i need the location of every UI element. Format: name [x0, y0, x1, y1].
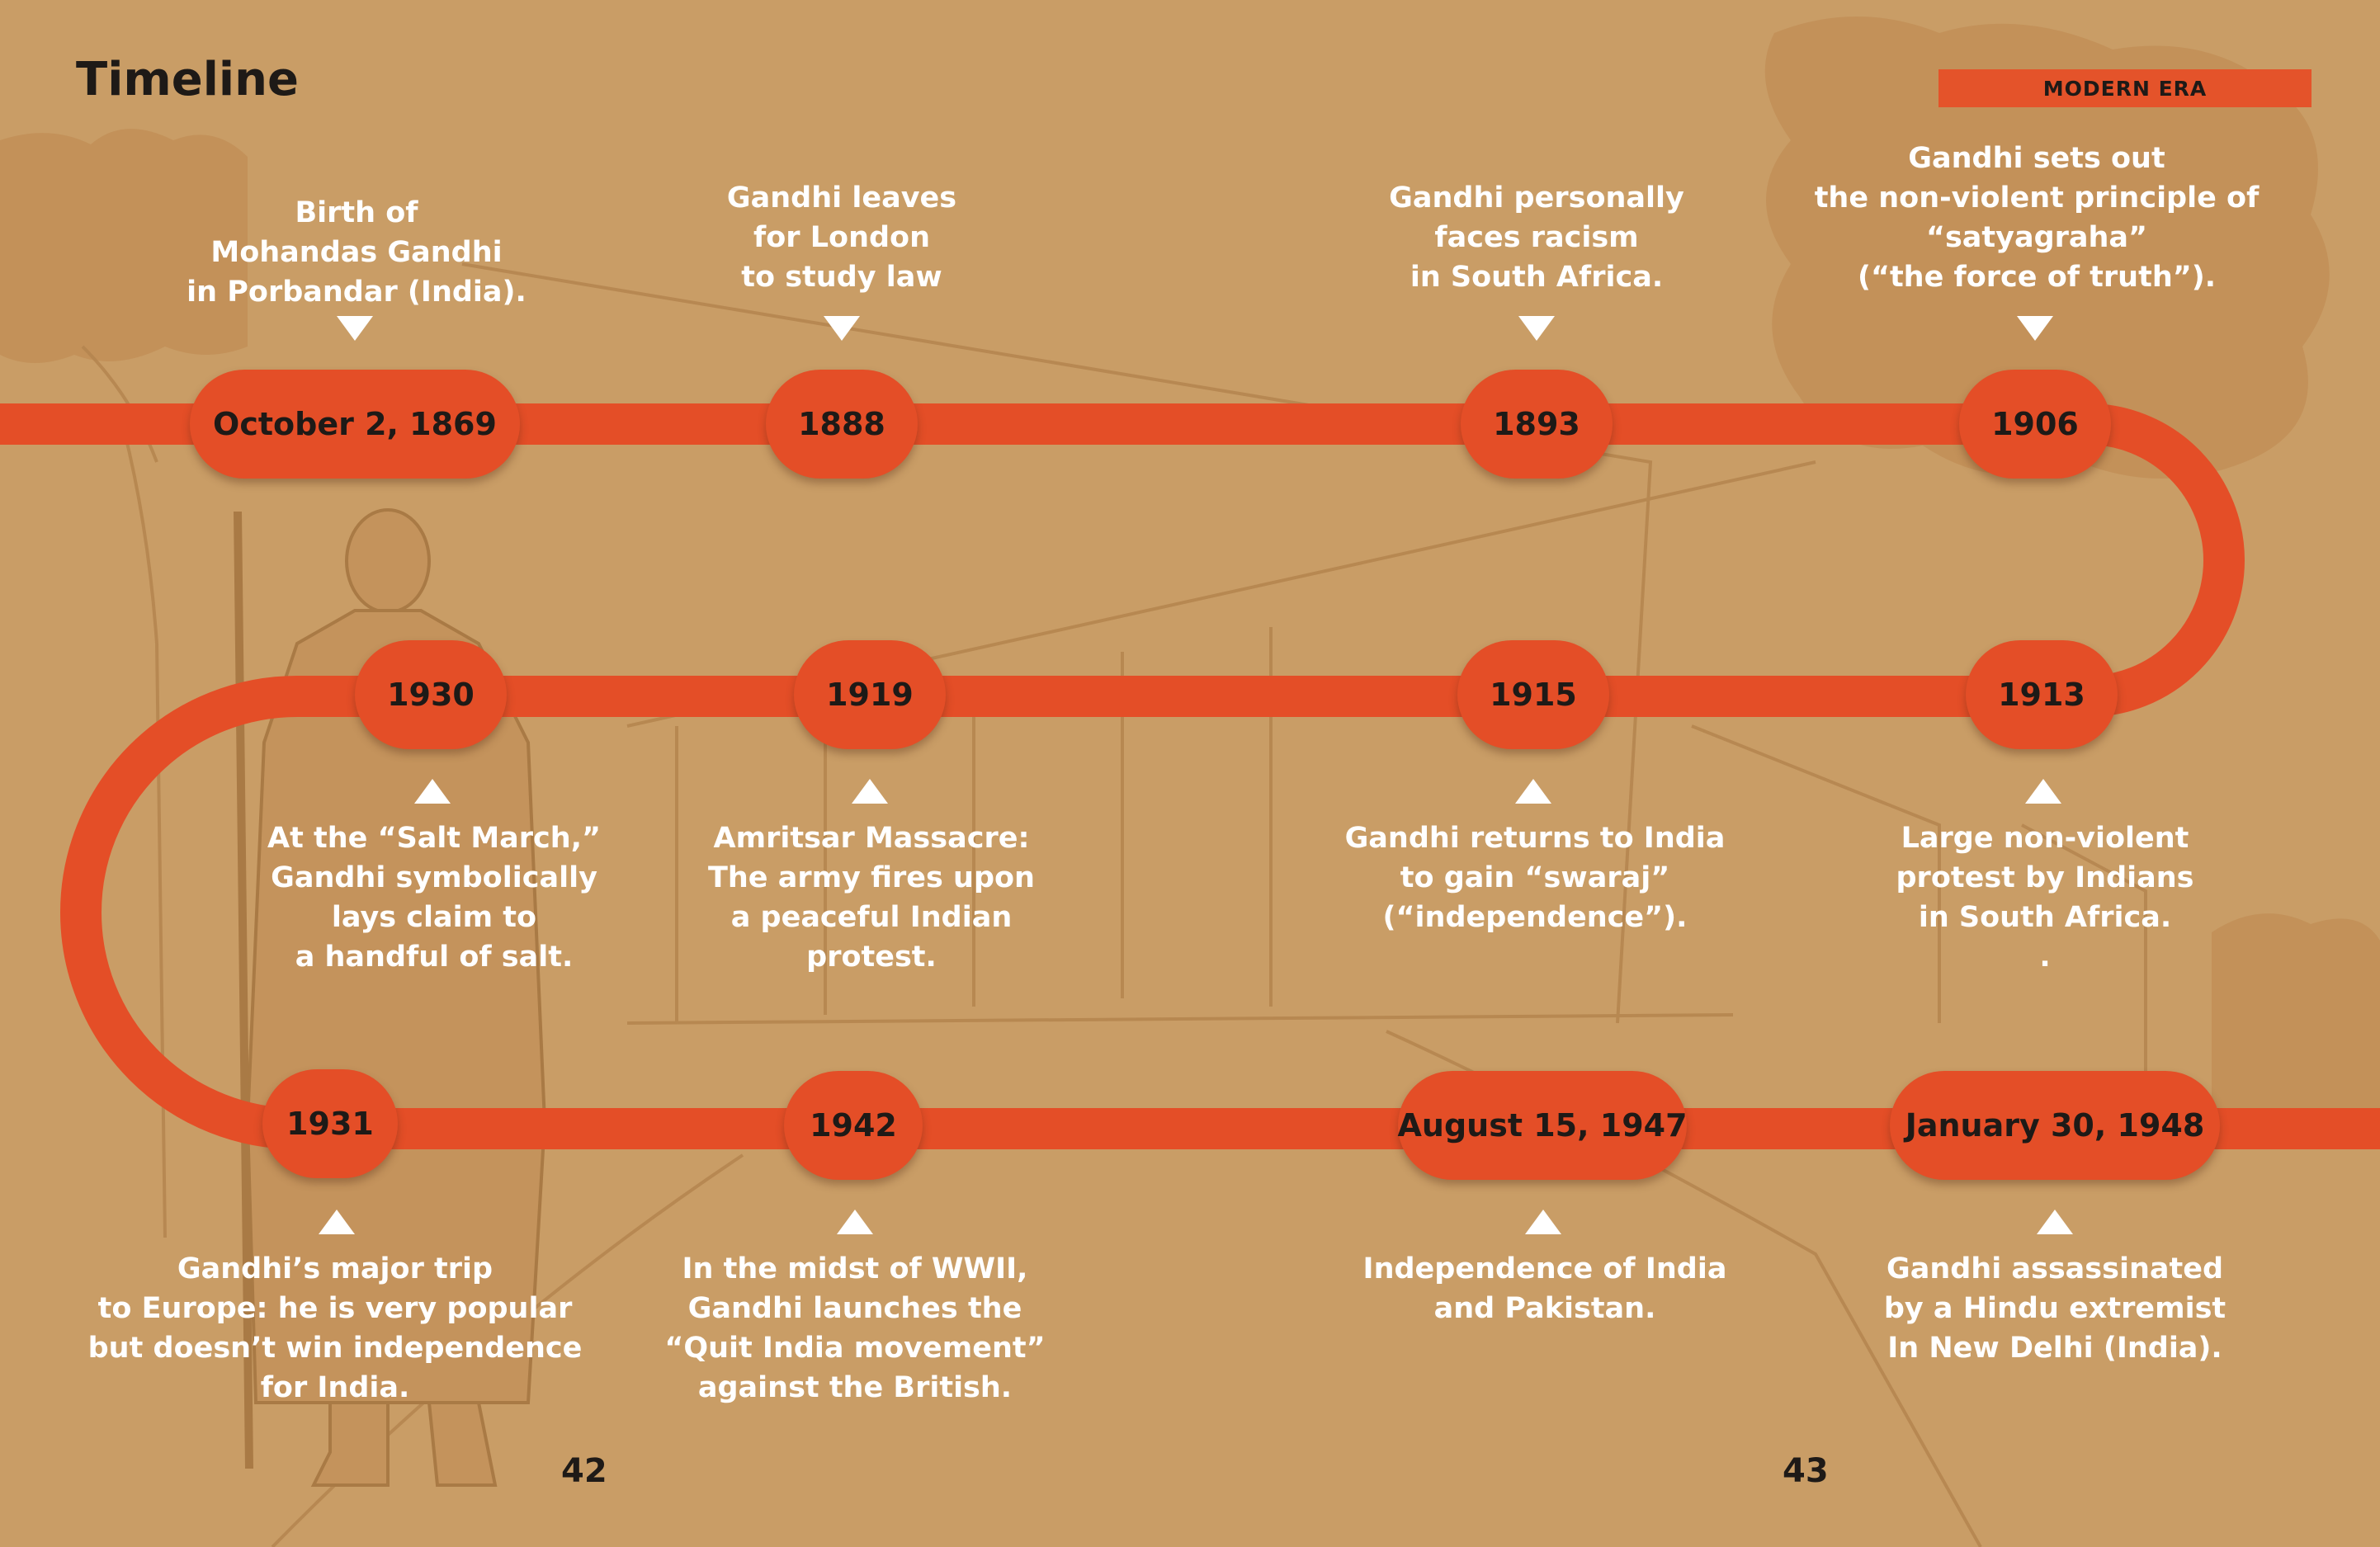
- event-date-1906: 1906: [1959, 370, 2111, 479]
- down-arrow-icon: [2017, 316, 2053, 341]
- event-description-1931: Gandhi’s major trip to Europe: he is ver…: [87, 1252, 583, 1404]
- up-arrow-icon: [1515, 779, 1551, 804]
- up-arrow-icon: [319, 1210, 355, 1234]
- event-description-1906: Gandhi sets out the non-violent principl…: [1814, 142, 2260, 294]
- down-arrow-icon: [824, 316, 860, 341]
- event-date-1915: 1915: [1457, 640, 1609, 749]
- event-date-1913: 1913: [1966, 640, 2118, 749]
- up-arrow-icon: [2025, 779, 2061, 804]
- page-title: Timeline: [76, 53, 299, 106]
- event-description-1948: Gandhi assassinated by a Hindu extremist…: [1883, 1252, 2227, 1365]
- event-date-1888: 1888: [766, 370, 918, 479]
- up-arrow-icon: [414, 779, 451, 804]
- event-description-1893: Gandhi personally faces racism in South …: [1389, 182, 1684, 294]
- page-number-right: 43: [1783, 1452, 1829, 1490]
- event-date-1893: 1893: [1461, 370, 1613, 479]
- up-arrow-icon: [852, 779, 888, 804]
- event-description-1915: Gandhi returns to India to gain “swaraj”…: [1344, 822, 1726, 934]
- down-arrow-icon: [337, 316, 373, 341]
- event-date-1930: 1930: [355, 640, 507, 749]
- event-date-1919: 1919: [794, 640, 946, 749]
- event-description-1947: Independence of India and Pakistan.: [1362, 1252, 1727, 1325]
- event-description-1869: Birth of Mohandas Gandhi in Porbandar (I…: [187, 196, 527, 309]
- up-arrow-icon: [2037, 1210, 2073, 1234]
- event-description-1930: At the “Salt March,” Gandhi symbolically…: [267, 822, 601, 974]
- up-arrow-icon: [1525, 1210, 1561, 1234]
- section-badge: MODERN ERA: [1938, 69, 2312, 107]
- page-number-left: 42: [561, 1452, 607, 1490]
- event-date-1947: August 15, 1947: [1397, 1071, 1688, 1180]
- section-label: MODERN ERA: [2042, 76, 2208, 101]
- event-description-1942: In the midst of WWII, Gandhi launches th…: [664, 1252, 1046, 1404]
- event-date-1942: 1942: [784, 1071, 923, 1180]
- event-description-1919: Amritsar Massacre: The army fires upon a…: [708, 822, 1035, 974]
- event-date-1869: October 2, 1869: [190, 370, 520, 479]
- event-description-1888: Gandhi leaves for London to study law: [726, 182, 957, 294]
- event-date-1948: January 30, 1948: [1890, 1071, 2220, 1180]
- up-arrow-icon: [837, 1210, 873, 1234]
- down-arrow-icon: [1518, 316, 1555, 341]
- event-description-1913: Large non-violent protest by Indians in …: [1896, 822, 2194, 974]
- event-date-1931: 1931: [262, 1069, 398, 1178]
